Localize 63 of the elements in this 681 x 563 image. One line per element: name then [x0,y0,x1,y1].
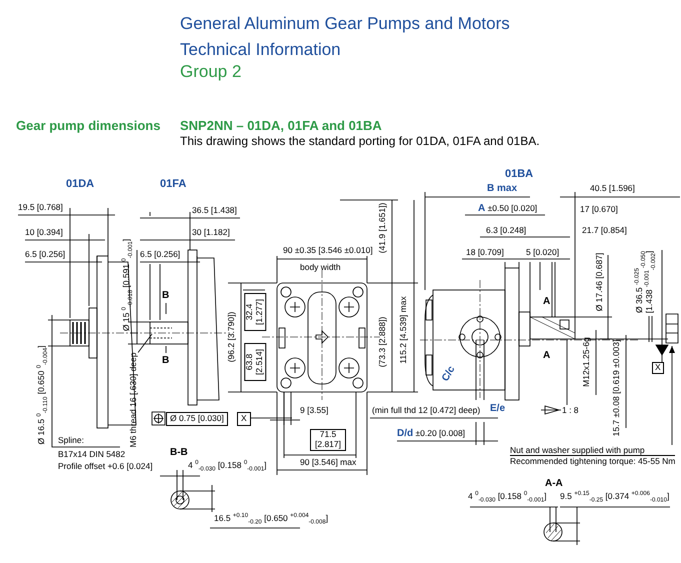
dimension-label: B max [487,183,518,194]
description: This drawing shows the standard porting for 01DA, 01FA and 01BA. [180,135,540,149]
view-label: 01FA [160,178,186,191]
section-marker: B [162,355,170,366]
dimension-label: 36.5 [1.438] [192,206,237,216]
dimension-label: (41.9 [1.651]) [378,202,388,254]
dimension-label: 16.5 $^{+0.10}$$_{-0.20}$ [0.650 $^{+0.004}$$_{-0.008}$] [214,514,328,524]
dimension-label: 90 [3.546] max [300,458,356,468]
dimension-label: 63.8 [2.514] [244,343,266,381]
subtitle: Technical Information [180,40,341,60]
dimension-label: 71.5 [2.817] [310,429,346,451]
leader-line [566,340,568,406]
dimension-label: 115.2 [4.539] max [399,296,409,364]
dimension-label: 9 [3.55] [300,406,328,416]
section-marker: A [543,296,550,308]
section-heading: SNP2NN – 01DA, 01FA and 01BA [180,119,382,134]
datum-letter: X [237,412,251,426]
dimension-label: 5 [0.020] [526,248,560,258]
note-text: (min full thd 12 [0.472] deep) [372,406,480,416]
leader-line [669,346,675,446]
dimension-label: (73.3 [2.888]) [378,316,388,368]
note-text: Spline: [58,436,84,446]
dimension-label: 6.5 [0.256] [140,250,180,260]
dimension-label: body width [300,263,341,273]
taper-ratio-label: 1 : 8 [562,405,579,416]
dimension-label: E/e [490,403,506,414]
dimension-label: 6.5 [0.256] [25,250,66,260]
dimension-label: Ø 17.46 [0.687] [595,252,605,312]
dimension-label: 19.5 [0.768] [18,203,63,213]
dimension-label: (96.2 [3.790]) [227,312,237,362]
dimension-label: 10 [0.394] [25,228,63,238]
datum-letter: X [652,362,664,374]
subtitle: Group 2 [180,62,242,82]
section-label: B-B [170,447,188,458]
dimension-label: C/c [440,364,458,384]
dimension-label: D/d ±0.20 [0.008] [397,428,466,440]
tolerance-frame-cell: Ø 0.75 [0.030] [166,412,228,426]
dimension-label: 30 [1.182] [192,228,230,238]
section-marker: B [162,290,170,302]
note-text: B17x14 DIN 5482 [58,450,126,460]
view-label: 01DA [66,178,94,191]
dimension-label: 17 [0.670] [580,205,618,215]
section-marker: A [543,350,550,362]
leader-line [138,334,152,353]
view-label: 01BA [505,168,534,181]
note-text: Profile offset +0.6 [0.024] [58,462,153,472]
dimension-label: 90 ±0.35 [3.546 ±0.010] [283,246,373,256]
note-text: Recommended tightening torque: 45-55 Nm [510,456,676,466]
dimension-label: 15.7 ±0.08 [0.619 ±0.003] [612,340,622,436]
section-label: A-A [545,478,563,490]
dimension-label: 32.4 [1.277] [244,293,266,331]
dimension-label: 4 $^{0}$$_{-0.030}$ [0.158 $^{0}$$_{-0.001}$] [188,461,267,471]
dimension-label: 9.5 $^{+0.15}$$_{-0.25}$ [0.374 $^{+0.006}$$_{-0.010}$] [560,492,670,502]
dimension-label: A ±0.50 [0.020] [478,203,538,214]
dimension-label: M12x1.25-6g [582,337,592,387]
dimension-label: 18 [0.709] [466,248,504,258]
title: General Aluminum Gear Pumps and Motors [180,14,510,34]
section-heading: Gear pump dimensions [16,119,160,134]
dimension-label: 40.5 [1.596] [590,184,635,194]
dimension-label: 4 $^{0}$$_{-0.030}$ [0.158 $^{0}$$_{-0.001}$] [468,492,547,502]
note-text: Nut and washer supplied with pump [510,445,676,456]
dimension-label: 21.7 [0.854] [582,226,627,236]
dimension-label: 6.3 [0.248] [486,226,526,236]
